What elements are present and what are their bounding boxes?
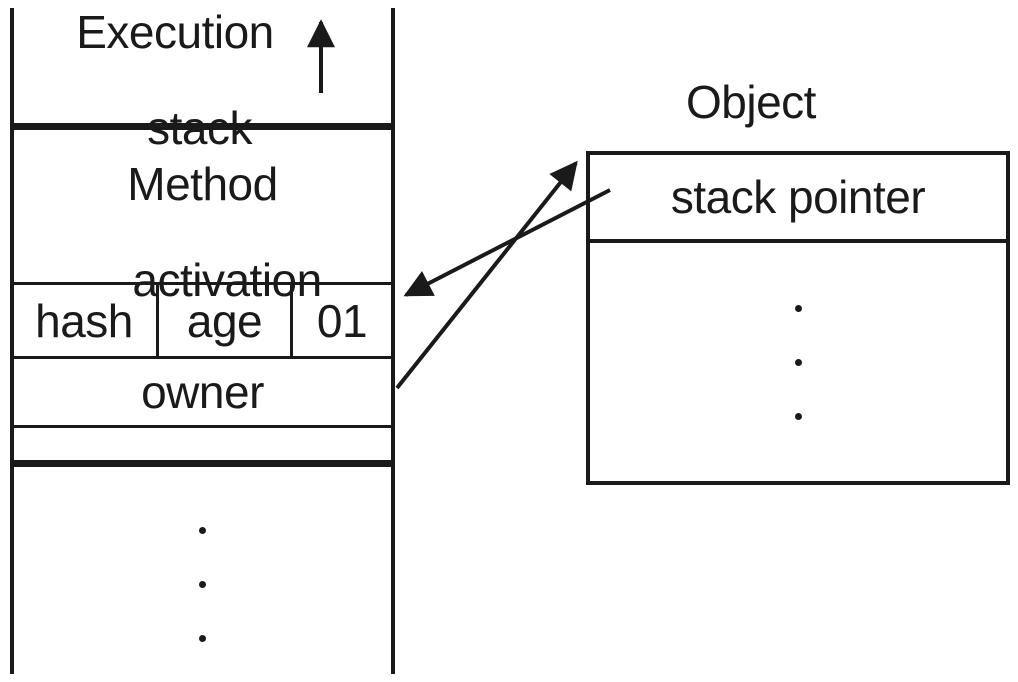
owner-to-object-arrow xyxy=(395,160,578,390)
owner-field: owner xyxy=(141,366,264,418)
stack-pointer-field: stack pointer xyxy=(590,155,1006,243)
age-01-divider xyxy=(290,284,293,356)
execution-stack-title: Execution stack xyxy=(25,8,325,200)
object-vertical-ellipsis xyxy=(590,305,1006,420)
object-title: Object xyxy=(686,76,816,128)
header-field-age: age xyxy=(186,294,263,347)
ellipsis-dot xyxy=(794,413,802,420)
header-row-bottom-line xyxy=(10,356,395,359)
ellipsis-dot xyxy=(794,359,802,366)
ellipsis-dot xyxy=(199,527,206,534)
stack-right-edge xyxy=(391,8,395,674)
header-row-top-line xyxy=(10,282,395,285)
method-activation-line1: Method xyxy=(127,158,278,210)
ellipsis-dot xyxy=(794,305,802,312)
stack-bottom-frame-separator xyxy=(10,460,395,467)
header-field-hash: hash xyxy=(35,294,133,347)
execution-stack-title-line1: Execution xyxy=(76,6,274,58)
stack-top-frame-separator xyxy=(10,123,395,130)
stack-pointer-to-header-arrow xyxy=(403,188,611,297)
stack-vertical-ellipsis xyxy=(10,527,395,642)
owner-row-bottom-line xyxy=(10,425,395,428)
execution-stack-title-line2: stack xyxy=(147,102,252,154)
hash-age-divider xyxy=(156,284,159,356)
ellipsis-dot xyxy=(199,635,206,642)
object-box: stack pointer xyxy=(586,151,1010,485)
ellipsis-dot xyxy=(199,581,206,588)
method-activation-label: Method activation xyxy=(10,160,395,352)
method-activation-line2: activation xyxy=(132,254,322,306)
header-field-01: 01 xyxy=(316,294,368,347)
stack-left-edge xyxy=(10,8,14,674)
